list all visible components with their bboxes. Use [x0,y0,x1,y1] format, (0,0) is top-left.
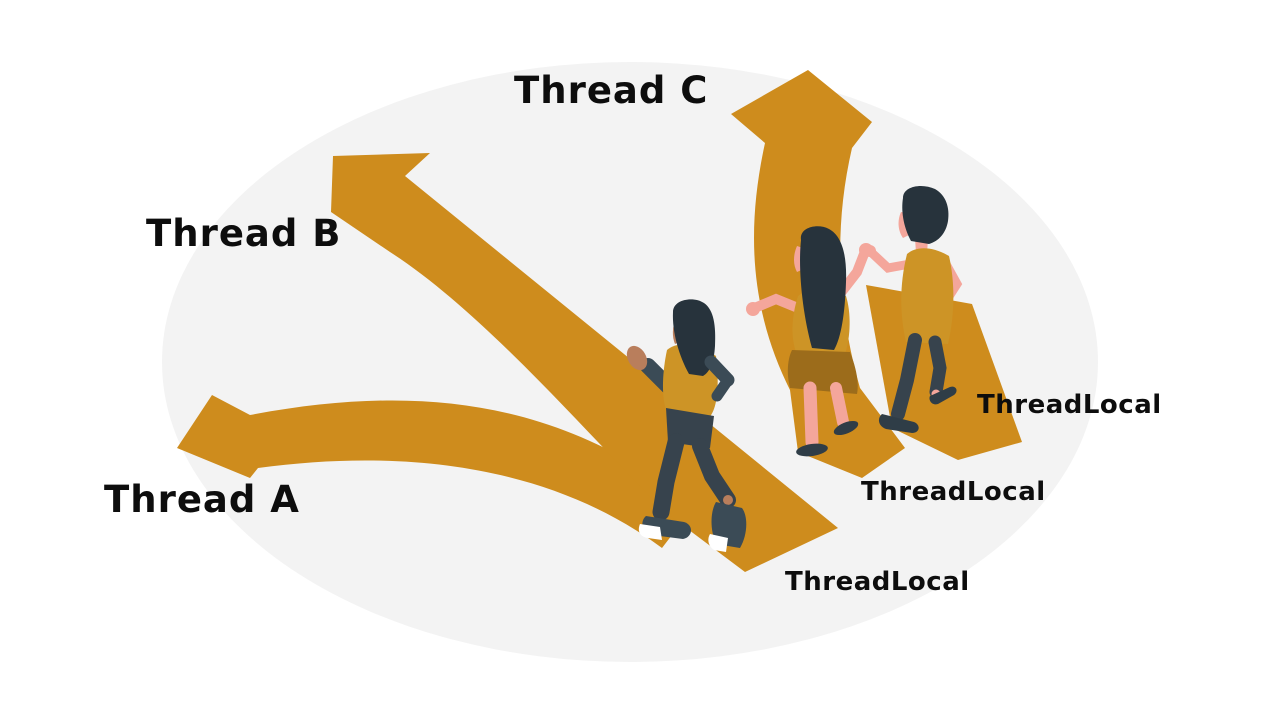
person1-left-leg [652,433,685,521]
thread-c-label: Thread C [514,69,709,112]
threadlocal-label-2: ThreadLocal [861,477,1046,507]
person2-left-flat [796,443,828,457]
person3-left-hand [864,245,876,257]
person1-left-sole [638,524,662,540]
person-skirt [746,226,873,457]
person3-left-arm [868,249,915,273]
person3-vest [901,248,954,344]
person-walking [626,299,747,552]
person3-right-leg [928,335,947,399]
threadlocal-label-3: ThreadLocal [785,567,970,597]
person2-left-leg [803,381,819,449]
person2-skirt [787,350,858,394]
person1-hair [672,299,716,376]
person3-left-leg [891,333,922,421]
thread-a-label: Thread A [104,478,300,521]
person2-right-flat [833,420,859,436]
person3-front-shoe [878,414,919,433]
person2-left-hand [746,302,760,316]
person2-right-leg [830,382,849,428]
thread-a-arrow [177,395,695,548]
threadlocal-label-1: ThreadLocal [977,390,1162,420]
person-bob [864,186,963,433]
person1-hand [626,345,648,371]
person3-raised-shoe [929,386,957,405]
person1-right-sole [708,534,728,552]
person1-ankle [723,495,733,505]
person1-right-leg [692,438,736,508]
person1-right-forearm [711,374,734,402]
thread-b-label: Thread B [146,212,342,255]
person2-left-arm [752,293,803,313]
person2-hair [800,226,847,350]
person3-hair [902,186,949,244]
